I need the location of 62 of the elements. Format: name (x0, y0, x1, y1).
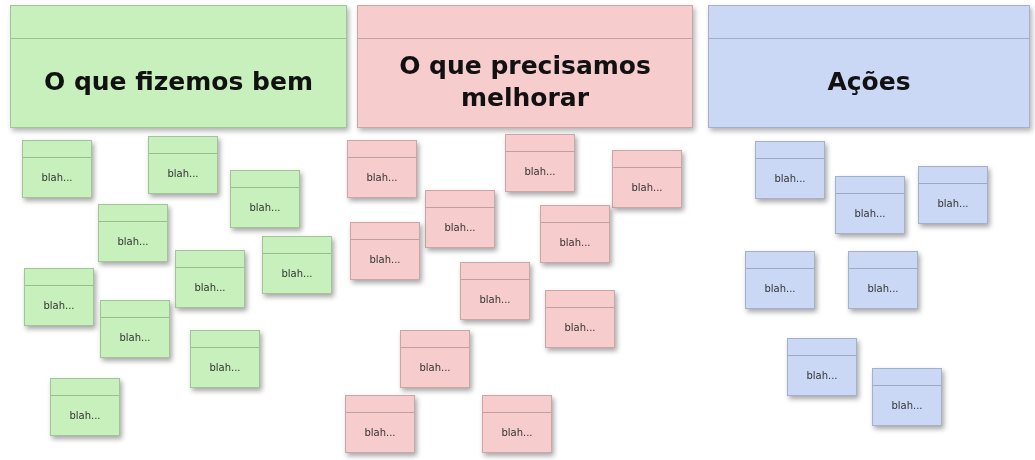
note-text: blah... (764, 283, 796, 294)
note-text: blah... (117, 236, 149, 247)
column-title: O que fizemos bem (43, 65, 314, 98)
sticky-note (190, 330, 260, 388)
sticky-note (50, 378, 120, 436)
sticky-note (350, 222, 420, 280)
note-text: blah... (43, 300, 75, 311)
sticky-note (835, 176, 905, 234)
note-text: blah... (281, 268, 313, 279)
note-text: blah... (419, 362, 451, 373)
sticky-note (98, 204, 168, 262)
sticky-note (22, 140, 92, 198)
sticky-note (755, 141, 825, 199)
note-text: blah... (249, 202, 281, 213)
note-text: blah... (167, 168, 199, 179)
sticky-note (745, 251, 815, 309)
note-text: blah... (891, 400, 923, 411)
note-text: blah... (366, 172, 398, 183)
sticky-note (400, 330, 470, 388)
note-text: blah... (501, 427, 533, 438)
note-text: blah... (209, 362, 241, 373)
column-header-card (357, 5, 693, 128)
sticky-note (787, 338, 857, 396)
note-text: blah... (479, 294, 511, 305)
sticky-note (148, 136, 218, 194)
note-text: blah... (631, 182, 663, 193)
note-text: blah... (364, 427, 396, 438)
sticky-note (482, 395, 552, 453)
note-text: blah... (194, 282, 226, 293)
note-text: blah... (41, 172, 73, 183)
sticky-note (612, 150, 682, 208)
note-text: blah... (559, 237, 591, 248)
sticky-note (230, 170, 300, 228)
note-text: blah... (444, 222, 476, 233)
sticky-note (872, 368, 942, 426)
column-header-card (10, 5, 347, 128)
sticky-note (545, 290, 615, 348)
note-text: blah... (369, 254, 401, 265)
note-text: blah... (854, 208, 886, 219)
column-title: Ações (827, 65, 911, 98)
note-text: blah... (937, 198, 969, 209)
sticky-note (175, 250, 245, 308)
sticky-note (345, 395, 415, 453)
sticky-note (262, 236, 332, 294)
sticky-note (505, 134, 575, 192)
sticky-note (540, 205, 610, 263)
sticky-note (848, 251, 918, 309)
sticky-note (100, 300, 170, 358)
sticky-note (918, 166, 988, 224)
note-text: blah... (119, 332, 151, 343)
note-text: blah... (867, 283, 899, 294)
note-text: blah... (806, 370, 838, 381)
column-header-card (708, 5, 1030, 128)
note-text: blah... (774, 173, 806, 184)
note-text: blah... (524, 166, 556, 177)
sticky-note (425, 190, 495, 248)
note-text: blah... (564, 322, 596, 333)
sticky-note (24, 268, 94, 326)
note-text: blah... (69, 410, 101, 421)
column-title: O que precisamos melhorar (398, 50, 652, 113)
sticky-note (460, 262, 530, 320)
sticky-note (347, 140, 417, 198)
